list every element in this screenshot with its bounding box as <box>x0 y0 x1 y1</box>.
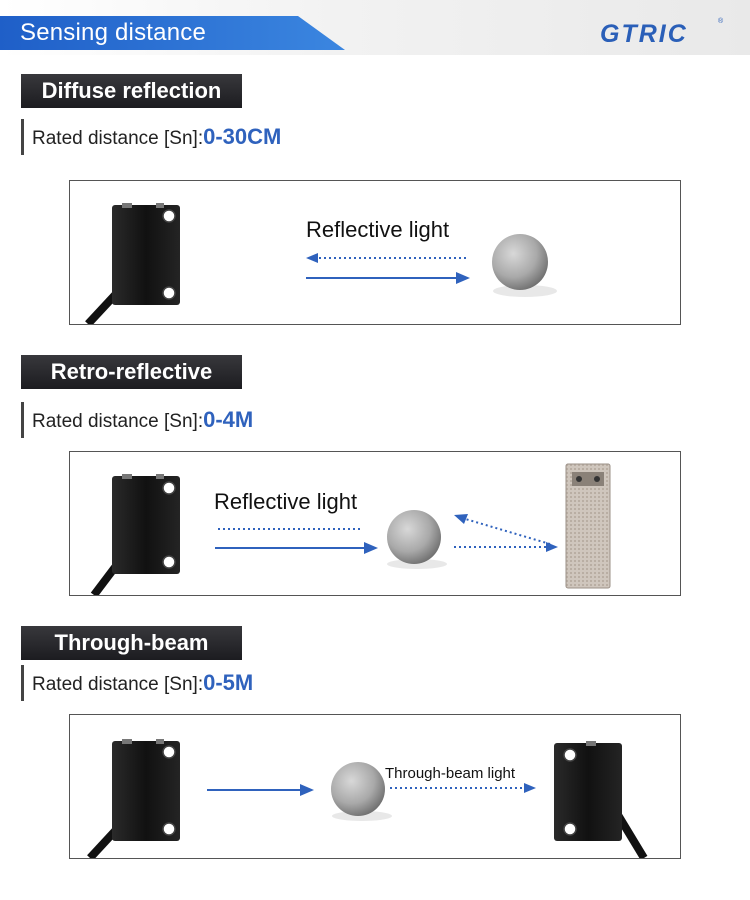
rated-distance-value: 0-5M <box>203 670 254 695</box>
section-heading-diffuse: Diffuse reflection <box>21 74 242 108</box>
emitter-sensor-icon <box>87 739 180 858</box>
sensor-icon <box>85 203 180 324</box>
diagram-retro: Reflective light <box>69 451 681 596</box>
rated-distance-through: Rated distance [Sn]:0-5M <box>21 665 253 701</box>
reflected-light-arrow <box>454 514 558 552</box>
header-title-banner <box>0 16 345 50</box>
diagram-through: Through-beam light <box>69 714 681 859</box>
rated-distance-retro: Rated distance [Sn]:0-4M <box>21 402 253 438</box>
reflected-light-arrow <box>306 253 466 263</box>
rated-distance-value: 0-4M <box>203 407 254 432</box>
target-object-icon <box>492 234 557 297</box>
target-object-icon <box>331 762 392 821</box>
rated-distance-label: Rated distance [Sn]: <box>32 411 204 432</box>
light-label-diffuse: Reflective light <box>306 217 450 242</box>
page-title: Sensing distance <box>20 19 206 46</box>
brand-logo: GTRIC <box>600 20 688 48</box>
section-heading-through: Through-beam <box>21 626 242 660</box>
through-beam-light-arrow <box>390 783 536 793</box>
section-heading-retro: Retro-reflective <box>21 355 242 389</box>
light-label-through: Through-beam light <box>385 765 516 782</box>
rated-distance-label: Rated distance [Sn]: <box>32 128 204 149</box>
diagram-diffuse: Reflective light <box>69 180 681 325</box>
emitted-light-arrow <box>215 542 378 554</box>
reflector-icon <box>565 463 611 589</box>
light-label-retro: Reflective light <box>214 489 358 514</box>
rated-distance-value: 0-30CM <box>203 124 282 149</box>
receiver-sensor-icon <box>554 741 648 858</box>
target-object-icon <box>387 510 447 569</box>
emitted-light-arrow <box>207 784 314 796</box>
sensor-icon <box>90 474 180 595</box>
rated-distance-diffuse: Rated distance [Sn]:0-30CM <box>21 119 281 155</box>
emitted-light-arrow <box>306 272 470 284</box>
registered-mark: ® <box>718 18 724 25</box>
rated-distance-label: Rated distance [Sn]: <box>32 674 204 695</box>
